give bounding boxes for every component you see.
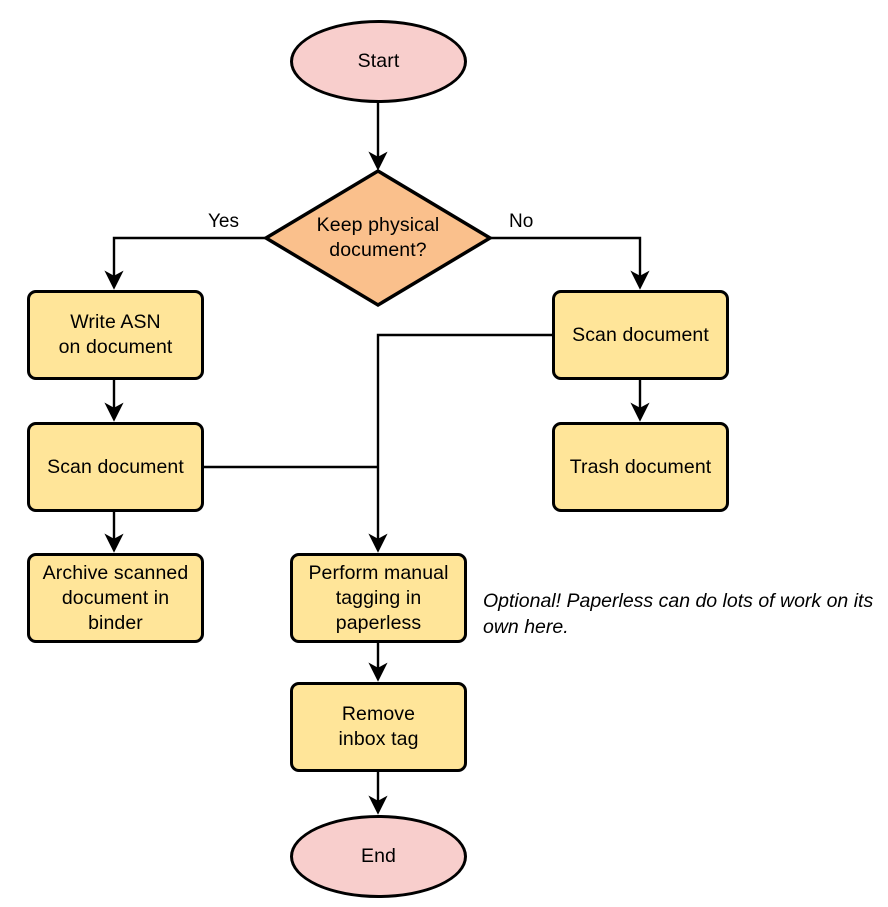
node-decision-keep-physical-document[interactable]: Keep physical document?: [278, 206, 478, 270]
node-scan-document-left-label: Scan document: [47, 455, 184, 478]
node-remove-inbox-tag[interactable]: Remove inbox tag: [290, 682, 467, 772]
node-trash-document[interactable]: Trash document: [552, 422, 729, 512]
node-remove-inbox-label: Remove inbox tag: [338, 703, 419, 750]
node-write-asn-on-document[interactable]: Write ASN on document: [27, 290, 204, 380]
edge-scan-right-to-tagging: [368, 333, 552, 553]
edge-decision-no-to-scan-right: [490, 236, 650, 290]
edge-label-yes: Yes: [208, 211, 239, 232]
node-write-asn-label: Write ASN on document: [58, 311, 173, 358]
node-scan-document-left[interactable]: Scan document: [27, 422, 204, 512]
edge-decision-yes-to-write-asn: [104, 236, 266, 290]
node-archive-label: Archive scanned document in binder: [42, 561, 189, 634]
node-end[interactable]: End: [290, 815, 467, 898]
node-start[interactable]: Start: [290, 20, 467, 103]
decision-diamond-shape: [262, 168, 494, 308]
node-trash-document-label: Trash document: [569, 455, 712, 478]
node-archive-scanned-document-in-binder[interactable]: Archive scanned document in binder: [27, 553, 204, 643]
node-decision-label: Keep physical document?: [316, 214, 440, 261]
node-start-label: Start: [357, 50, 400, 72]
node-end-label: End: [361, 845, 396, 867]
node-tagging-label: Perform manual tagging in paperless: [308, 561, 449, 634]
node-scan-document-right[interactable]: Scan document: [552, 290, 729, 380]
node-scan-document-right-label: Scan document: [572, 323, 709, 346]
annotation-optional-note: Optional! Paperless can do lots of work …: [483, 590, 874, 638]
edge-label-no: No: [509, 211, 534, 232]
node-perform-manual-tagging-in-paperless[interactable]: Perform manual tagging in paperless: [290, 553, 467, 643]
